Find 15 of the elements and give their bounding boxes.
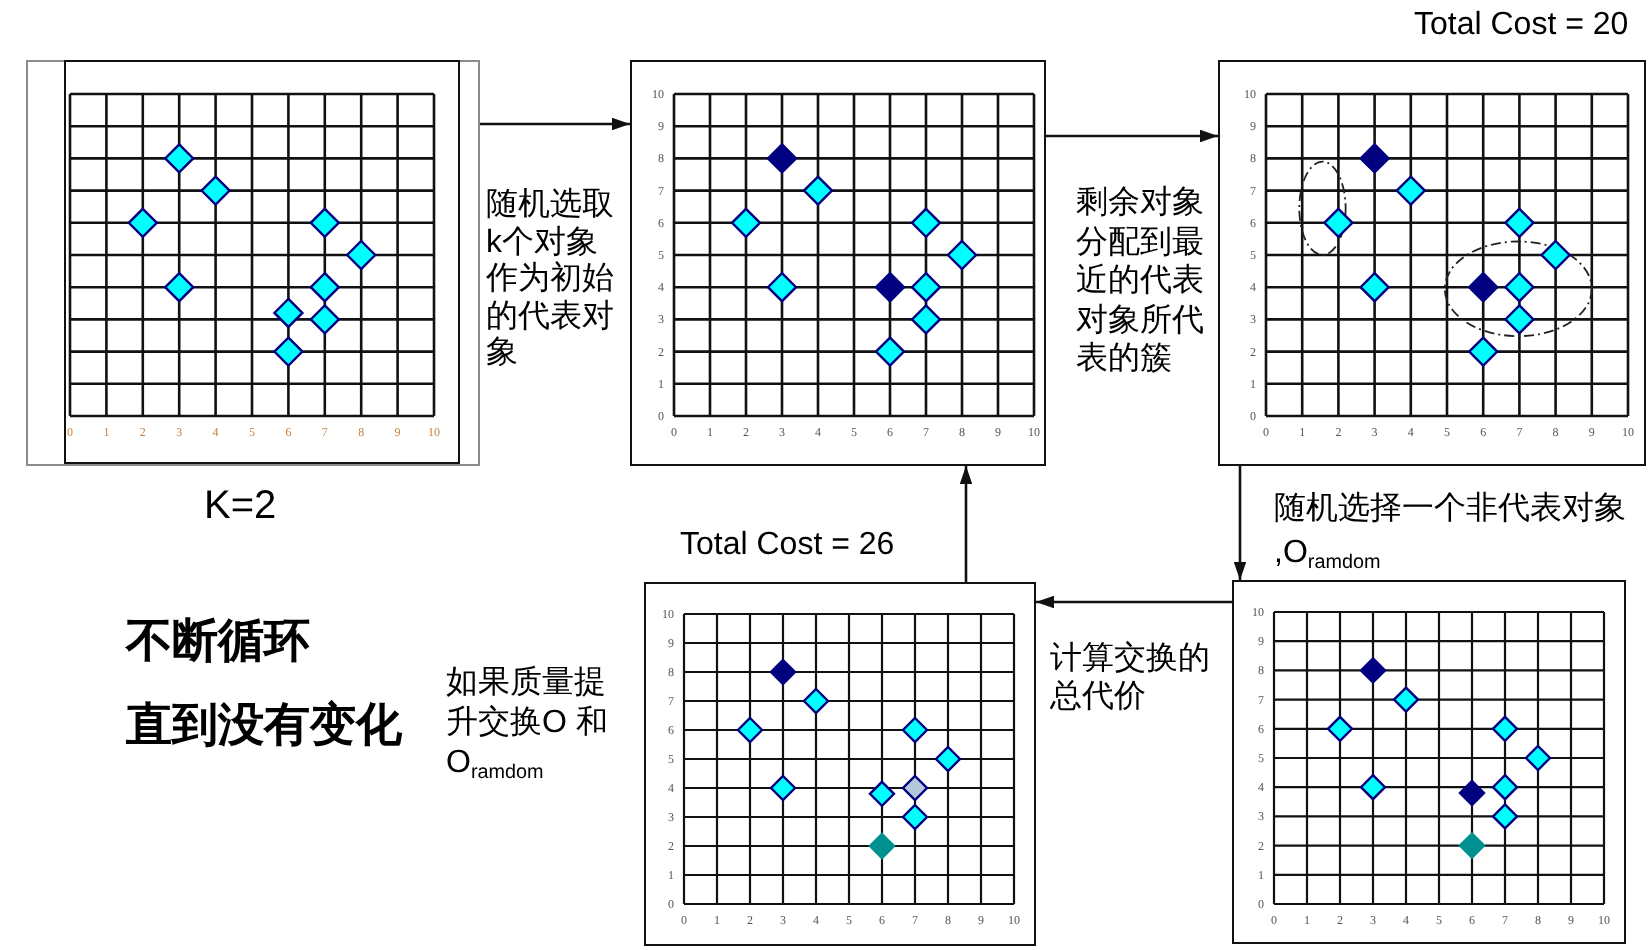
edge-label: 随机选择一个非代表对象,O$_{ramdom}$	[1274, 489, 1628, 576]
arrow	[480, 117, 630, 131]
arrow	[959, 466, 973, 582]
arrow	[1233, 466, 1247, 580]
caption-text: K=2	[204, 482, 277, 530]
caption-text: Total Cost = 26	[680, 528, 895, 564]
edge-label: 计算交换的总代价	[1050, 642, 1212, 716]
edge-label: 剩余对象分配到最近的代表对象所代表的簇	[1076, 184, 1206, 380]
note-text: 直到没有变化	[126, 696, 402, 752]
note-text: 如果质量提升交换O 和O$_{ramdom}$	[446, 664, 610, 784]
caption-text: Total Cost = 20	[1414, 8, 1629, 44]
note-text: 不断循环	[126, 612, 310, 668]
arrow	[1046, 129, 1218, 143]
edge-label: 随机选取k个对象作为初始的代表对象	[486, 188, 616, 373]
arrow	[1036, 595, 1232, 609]
